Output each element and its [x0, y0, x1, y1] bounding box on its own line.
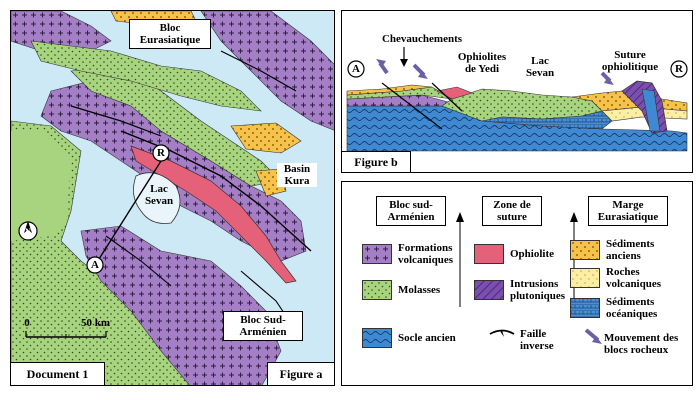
document-label: Document 1 — [11, 362, 105, 385]
point-a-label: A — [91, 259, 99, 271]
point-r-label: R — [157, 147, 165, 159]
figure-b-label: Figure b — [341, 151, 411, 173]
scale-zero: 0 — [24, 317, 30, 329]
swatch-intrusion — [474, 280, 504, 300]
swatch-roches-volcaniques — [570, 268, 600, 288]
geological-map — [11, 11, 334, 385]
point-a-marker — [86, 256, 104, 274]
label-chevauchements: Chevauchements — [381, 33, 463, 45]
swatch-molasse — [362, 280, 392, 300]
swatch-ophiolite — [474, 244, 504, 264]
header-bloc-sud-armenien: Bloc sud-Arménien — [376, 196, 446, 226]
figure-a-label: Figure a — [267, 362, 334, 385]
end-r-label: R — [675, 63, 683, 75]
cross-section — [346, 47, 688, 152]
point-r-marker — [152, 144, 170, 162]
legend-molasses: Molasses — [398, 284, 441, 296]
north-label: N — [25, 227, 31, 236]
swatch-sediments-oceaniques — [570, 298, 600, 318]
legend-arrows — [456, 212, 602, 344]
scale-km: 50 km — [80, 317, 111, 329]
swatch-sediments-anciens — [570, 240, 600, 260]
swatch-volcanic — [362, 244, 392, 264]
label-bloc-sud-armenien: Bloc Sud-Arménien — [223, 311, 303, 341]
legend-socle-ancien: Socle ancien — [398, 332, 456, 344]
swatch-socle — [362, 328, 392, 348]
end-a-label: A — [352, 63, 360, 75]
legend-ophiolite: Ophiolite — [510, 248, 555, 260]
